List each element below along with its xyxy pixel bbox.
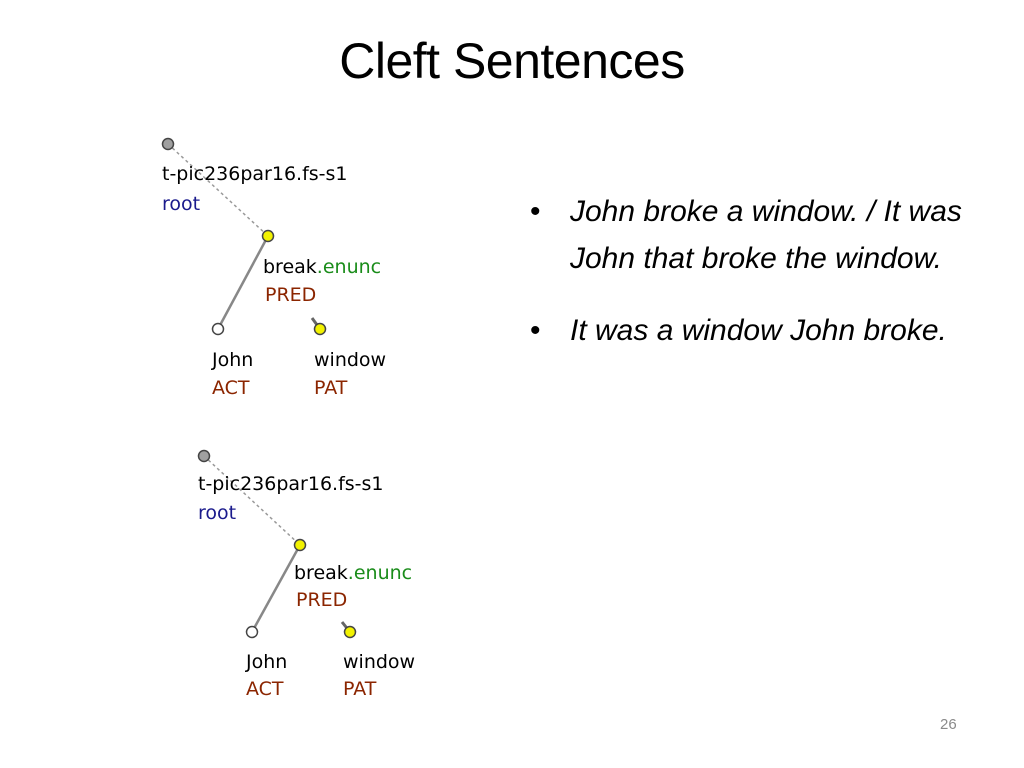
act-functor: ACT <box>212 377 250 399</box>
bullet-marker: • <box>530 314 541 347</box>
root-label: root <box>162 193 200 215</box>
act-lemma: John <box>211 349 253 371</box>
act-functor: ACT <box>246 678 284 700</box>
bullet-list: • John broke a window. / It was John tha… <box>530 188 970 354</box>
edge-pred-act <box>216 235 270 330</box>
pat-functor: PAT <box>343 678 377 700</box>
pred-functor: PRED <box>265 284 316 306</box>
root-node[interactable] <box>161 137 175 151</box>
slide-number: 26 <box>940 716 957 733</box>
pred-label: break.enunc <box>294 562 412 584</box>
pred-suffix: .enunc <box>348 562 412 584</box>
bullet-text: John broke a window. / It was John that … <box>570 195 962 275</box>
pat-lemma: window <box>314 349 386 371</box>
pat-functor: PAT <box>314 377 348 399</box>
edge-root-pred <box>167 143 269 237</box>
edge-pred-act <box>250 544 302 633</box>
pred-lemma: break <box>294 562 348 584</box>
root-label: root <box>198 502 236 524</box>
pat-node[interactable] <box>343 625 357 639</box>
pred-lemma: break <box>263 256 317 278</box>
pat-node[interactable] <box>313 322 327 336</box>
pred-node[interactable] <box>293 538 307 552</box>
bullet-marker: • <box>530 195 541 228</box>
pat-lemma: window <box>343 651 415 673</box>
pred-functor: PRED <box>296 589 347 611</box>
root-node[interactable] <box>197 449 211 463</box>
bullet-text: It was a window John broke. <box>570 314 947 347</box>
root-id-label: t-pic236par16.fs-s1 <box>162 163 348 185</box>
act-lemma: John <box>245 651 287 673</box>
dependency-tree-2: t-pic236par16.fs-s1 root break.enunc PRE… <box>197 449 415 700</box>
pred-label: break.enunc <box>263 256 381 278</box>
act-node[interactable] <box>211 322 225 336</box>
pred-suffix: .enunc <box>317 256 381 278</box>
root-id-label: t-pic236par16.fs-s1 <box>198 473 384 495</box>
pred-node[interactable] <box>261 229 275 243</box>
act-node[interactable] <box>245 625 259 639</box>
edge-root-pred <box>203 455 301 546</box>
bullet-item-2: • It was a window John broke. <box>530 307 970 354</box>
bullet-item-1: • John broke a window. / It was John tha… <box>530 188 970 282</box>
dependency-tree-1: t-pic236par16.fs-s1 root break.enunc PRE… <box>161 137 386 399</box>
slide-title: Cleft Sentences <box>339 33 685 89</box>
